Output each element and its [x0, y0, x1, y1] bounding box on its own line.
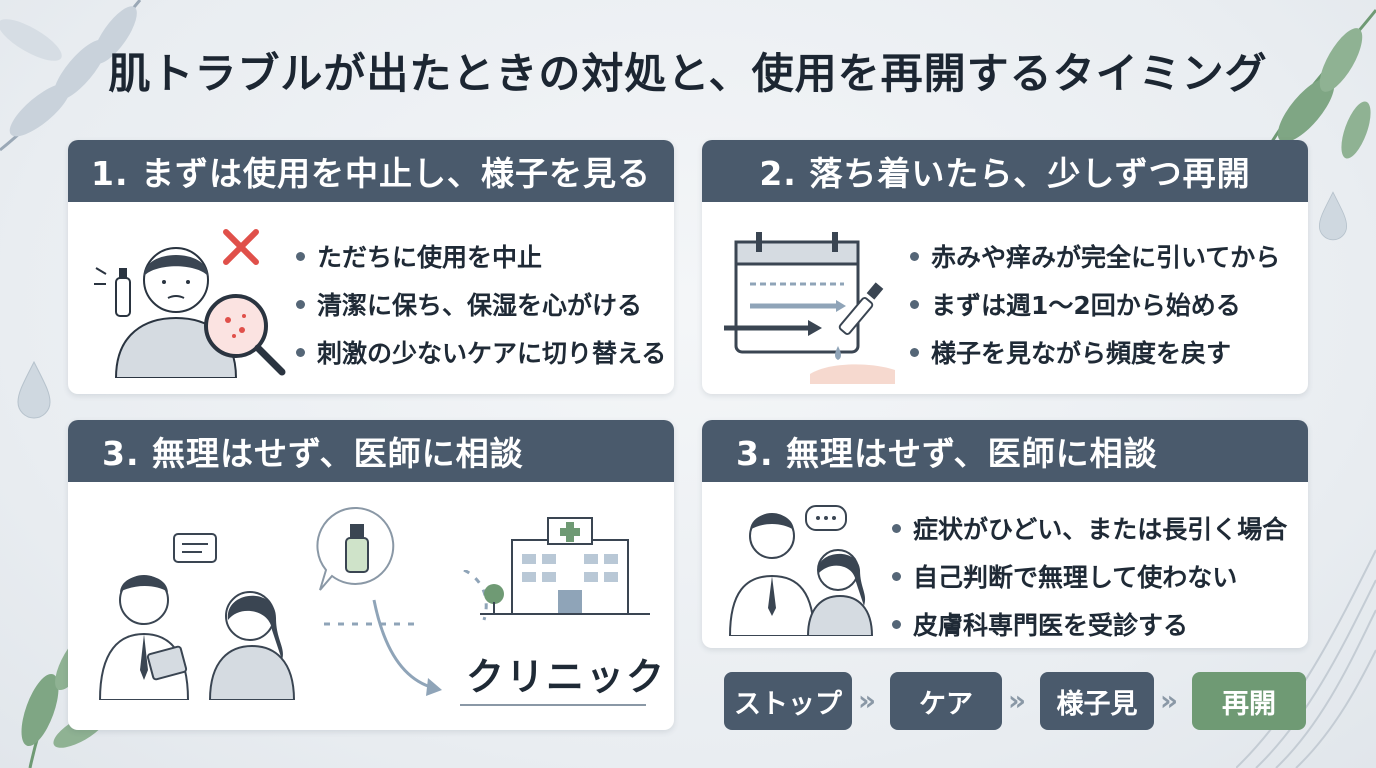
section-heading: 2. 落ち着いたら、少しずつ再開 — [702, 140, 1308, 202]
chevron-right-icon: » — [1160, 684, 1179, 717]
chevron-right-icon: » — [858, 684, 877, 717]
serum-bottle-bubble-icon — [316, 506, 395, 591]
flow-step-resume: 再開 — [1192, 672, 1306, 730]
line-decoration-bottom-right — [1236, 549, 1376, 768]
flow-step-stop: ストップ — [724, 672, 852, 730]
list-item: 清潔に保ち、保湿を心がける — [296, 286, 666, 322]
section-card-consult-clinic: 3. 無理はせず、医師に相談 クリニック — [68, 420, 674, 730]
list-item: 刺激の少ないケアに切り替える — [296, 334, 666, 370]
clinic-label: クリニック — [466, 655, 667, 699]
list-item: 赤みや痒みが完全に引いてから — [910, 238, 1280, 274]
doctor-patient-illustration — [98, 533, 296, 700]
section-card-resume: 2. 落ち着いたら、少しずつ再開 赤みや痒みが完全に引いてから まずは週1～2回… — [702, 140, 1308, 394]
water-drop-icon — [1318, 191, 1348, 241]
list-item: 症状がひどい、または長引く場合 — [892, 510, 1287, 546]
list-item: 様子を見ながら頻度を戻す — [910, 334, 1280, 370]
clinic-underline — [460, 704, 646, 706]
chevron-right-icon: » — [1008, 684, 1027, 717]
calendar-dropper-illustration — [724, 232, 895, 384]
leaf-decoration-top-left — [0, 0, 142, 152]
bullet-list: 症状がひどい、または長引く場合 自己判断で無理して使わない 皮膚科専門医を受診す… — [892, 510, 1287, 648]
section-card-consult-doctor: 3. 無理はせず、医師に相談 症状がひどい、または長引く場合 自己判断で無理して… — [702, 420, 1308, 648]
hospital-building-icon — [480, 517, 650, 615]
bullet-list: ただちに使用を中止 清潔に保ち、保湿を心がける 刺激の少ないケアに切り替える — [296, 238, 666, 382]
list-item: ただちに使用を中止 — [296, 238, 666, 274]
flow-step-care: ケア — [890, 672, 1002, 730]
bullet-list: 赤みや痒みが完全に引いてから まずは週1～2回から始める 様子を見ながら頻度を戻… — [910, 238, 1280, 382]
section-heading: 3. 無理はせず、医師に相談 — [68, 420, 674, 482]
flow-arrow-icon — [324, 570, 488, 696]
section-card-stop: 1. まずは使用を中止し、様子を見る ただちに使用を中止 清潔に保ち、保湿を心が… — [68, 140, 674, 394]
section-heading: 3. 無理はせず、医師に相談 — [702, 420, 1308, 482]
section-heading: 1. まずは使用を中止し、様子を見る — [68, 140, 674, 202]
doctor-consultation-illustration — [728, 505, 874, 636]
page-title: 肌トラブルが出たときの対処と、使用を再開するタイミング — [108, 49, 1268, 98]
list-item: 自己判断で無理して使わない — [892, 558, 1287, 594]
list-item: まずは週1～2回から始める — [910, 286, 1280, 322]
flow-step-observe: 様子見 — [1040, 672, 1154, 730]
person-with-irritated-skin-illustration — [94, 229, 286, 378]
list-item: 皮膚科専門医を受診する — [892, 606, 1287, 642]
water-drop-icon — [17, 360, 51, 419]
